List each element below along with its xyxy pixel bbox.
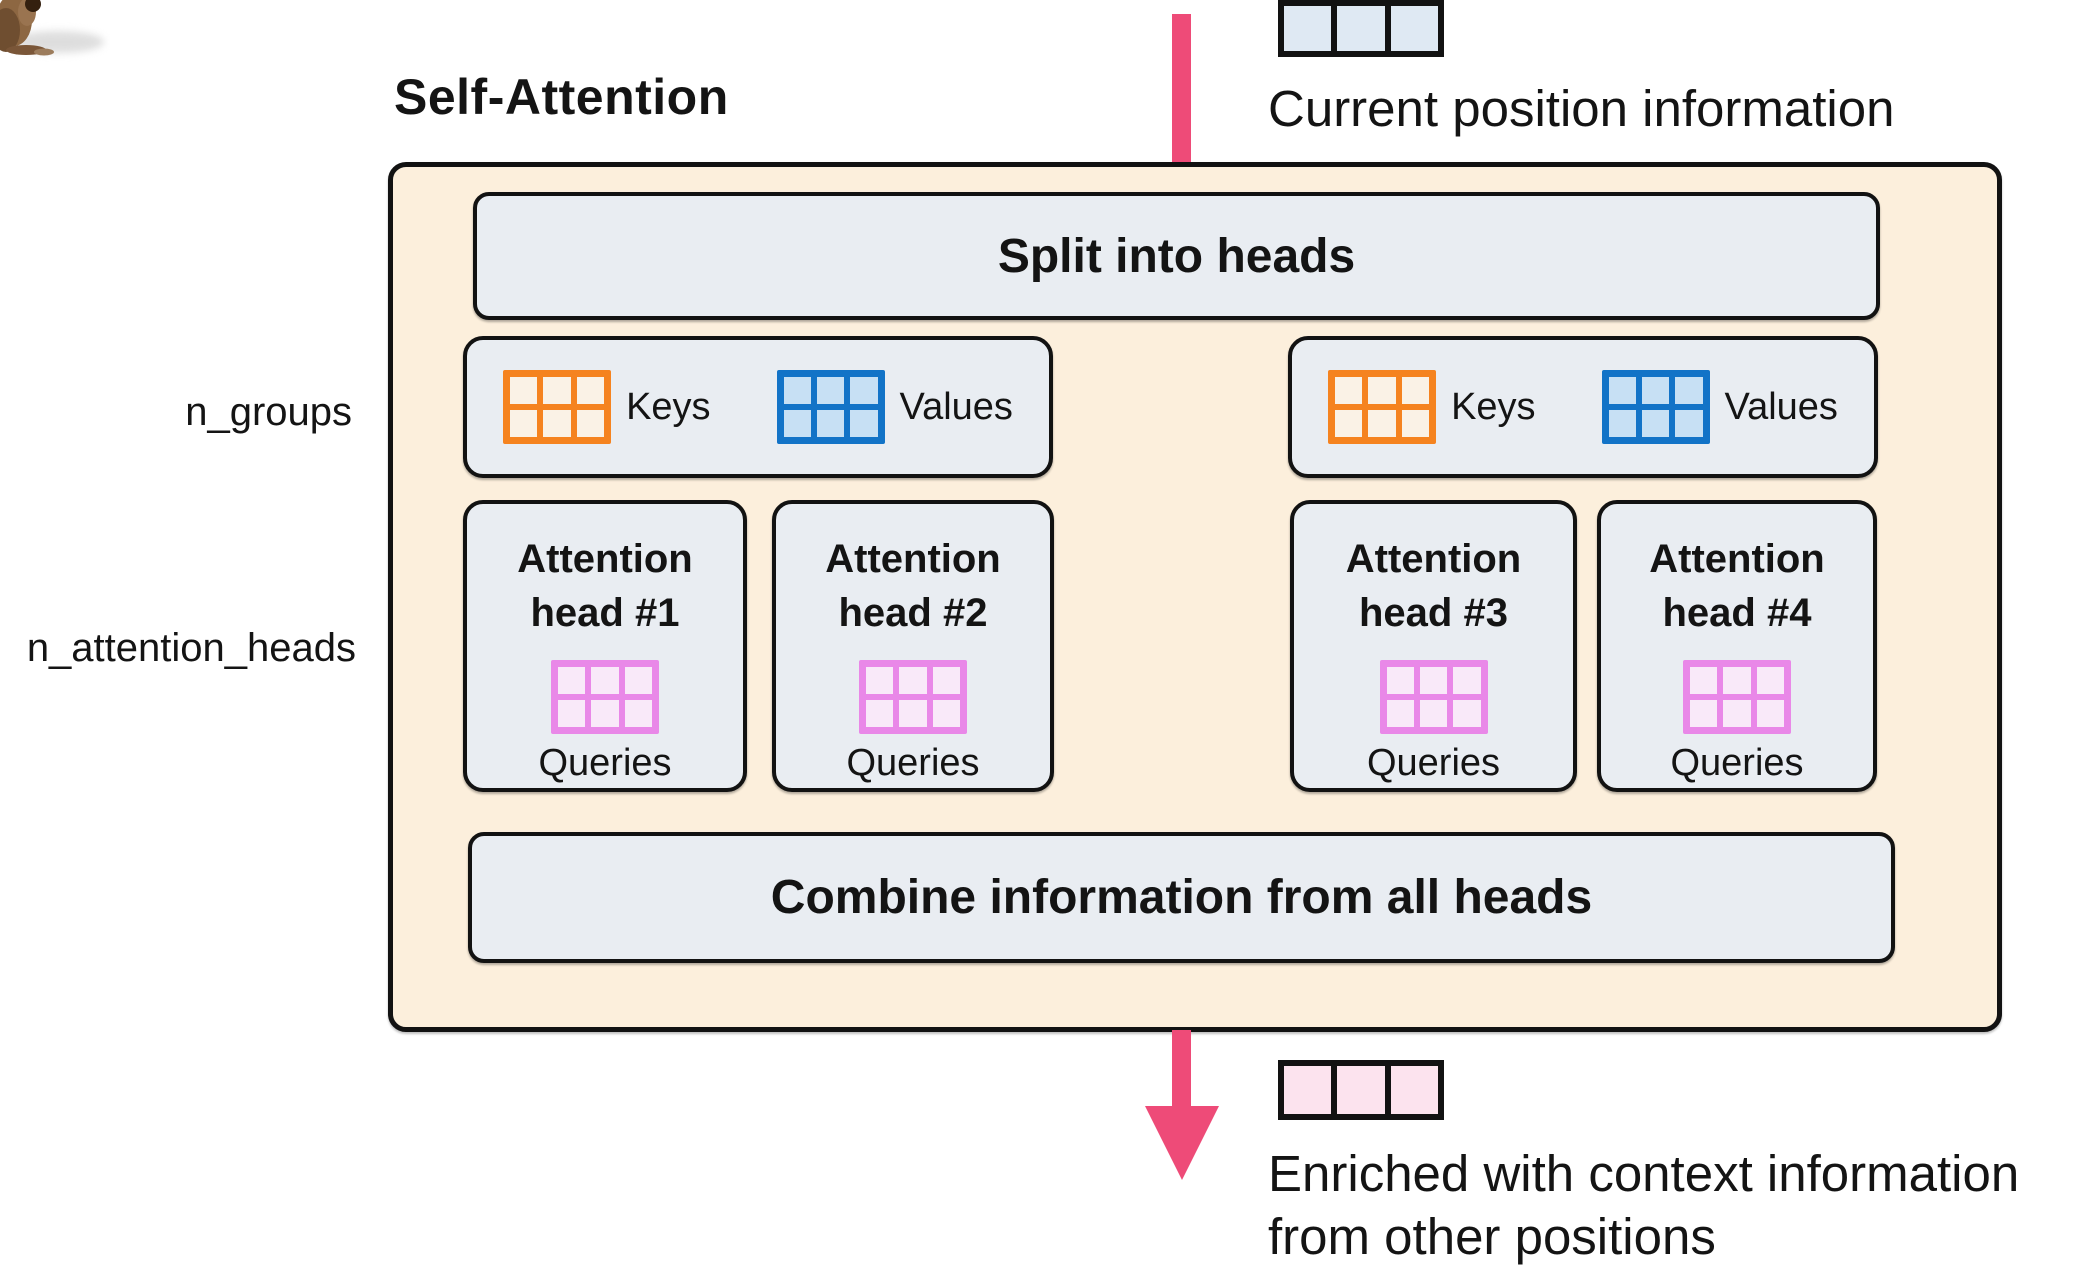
attention-head-3-title: Attention head #3 <box>1345 537 1522 635</box>
attention-head-2-box: Attention head #2 Queries <box>772 500 1054 792</box>
values-pair: Values <box>1601 370 1838 444</box>
input-caption: Current position information <box>1268 80 1895 137</box>
output-vector-icon <box>1278 1060 1444 1120</box>
kv-group-1: Keys Values <box>463 336 1053 478</box>
queries-matrix-icon <box>859 660 967 734</box>
keys-matrix-icon <box>503 370 612 444</box>
queries-matrix-icon <box>1379 660 1488 734</box>
split-into-heads-box: Split into heads <box>473 192 1880 320</box>
attention-head-1-box: Attention head #1 Queries <box>463 500 747 792</box>
n-groups-label: n_groups <box>185 390 352 434</box>
kangaroo-image <box>0 0 104 56</box>
values-pair: Values <box>776 370 1013 444</box>
input-vector-icon <box>1278 0 1444 57</box>
attention-head-4-title: Attention head #4 <box>1649 537 1825 635</box>
input-arrow-icon <box>1172 14 1191 162</box>
values-label: Values <box>899 385 1013 428</box>
values-matrix-icon <box>776 370 885 444</box>
queries-label: Queries <box>538 742 672 784</box>
keys-label: Keys <box>626 385 711 428</box>
keys-pair: Keys <box>1328 370 1536 444</box>
values-label: Values <box>1724 385 1838 428</box>
queries-matrix-icon <box>1683 660 1791 734</box>
split-into-heads-label: Split into heads <box>997 229 1356 283</box>
output-arrow-head-icon <box>1145 1106 1219 1180</box>
keys-matrix-icon <box>1328 370 1437 444</box>
attention-head-2-title: Attention head #2 <box>825 537 1001 635</box>
output-caption: Enriched with context information from o… <box>1268 1145 2020 1265</box>
attention-head-3-box: Attention head #3 Queries <box>1290 500 1577 792</box>
values-matrix-icon <box>1601 370 1710 444</box>
queries-label: Queries <box>846 742 980 784</box>
queries-matrix-icon <box>551 660 659 734</box>
kv-group-2: Keys Values <box>1288 336 1878 478</box>
attention-head-1-title: Attention head #1 <box>517 537 693 635</box>
attention-head-4-box: Attention head #4 Queries <box>1597 500 1877 792</box>
keys-label: Keys <box>1451 385 1536 428</box>
keys-pair: Keys <box>503 370 711 444</box>
output-arrow-shaft-icon <box>1172 1030 1191 1110</box>
combine-heads-label: Combine information from all heads <box>770 871 1593 924</box>
queries-label: Queries <box>1670 742 1804 784</box>
n-attention-heads-label: n_attention_heads <box>26 626 356 670</box>
combine-heads-box: Combine information from all heads <box>468 832 1895 963</box>
queries-label: Queries <box>1366 742 1501 784</box>
diagram-title: Self-Attention <box>394 69 729 125</box>
